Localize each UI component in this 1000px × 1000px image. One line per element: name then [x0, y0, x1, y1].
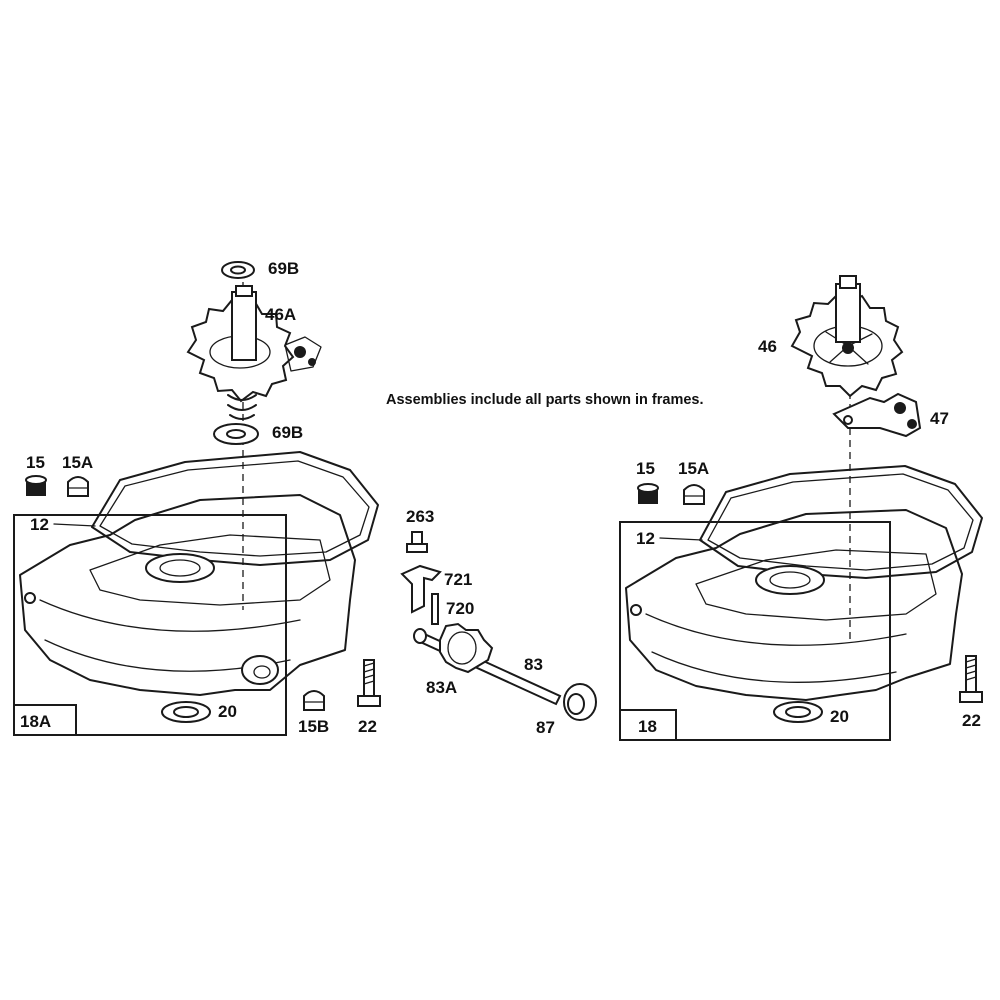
right-assembly-frame	[619, 521, 891, 741]
right-plug-15	[637, 483, 659, 504]
left-frame-label: 18A	[20, 712, 51, 731]
callout-15b: 15B	[298, 717, 329, 736]
left-seal-20	[161, 701, 211, 723]
right-plug-15a	[683, 484, 705, 505]
callout-15-right: 15	[636, 459, 655, 478]
callout-46: 46	[758, 337, 777, 356]
callout-69b-bottom: 69B	[272, 423, 303, 442]
assemblies-note: Assemblies include all parts shown in fr…	[386, 392, 704, 408]
callout-20-left: 20	[218, 702, 237, 721]
left-plug-15b	[303, 690, 325, 711]
callout-720: 720	[446, 599, 474, 618]
callout-69b-top: 69B	[268, 259, 299, 278]
left-assembly: 18A 69B 46A 69B 15	[13, 259, 381, 736]
right-crankcase	[625, 509, 963, 701]
screw-263	[406, 531, 428, 553]
right-frame-label: 18	[638, 717, 657, 736]
callout-83a: 83A	[426, 678, 457, 697]
oil-seal-87	[563, 683, 597, 721]
callout-83: 83	[524, 655, 543, 674]
callout-263: 263	[406, 507, 434, 526]
left-cam-gear	[186, 285, 322, 420]
right-seal-20	[773, 701, 823, 723]
callout-12-right: 12	[636, 529, 655, 548]
left-frame-label-box	[13, 704, 77, 736]
right-frame-label-box	[619, 709, 677, 741]
callout-721: 721	[444, 570, 472, 589]
pin-720	[431, 593, 439, 625]
callout-22-right: 22	[962, 711, 981, 730]
middle-parts: 263 721 720 83 83A 87	[400, 507, 597, 737]
callout-46a: 46A	[265, 305, 296, 324]
left-washer-bottom	[213, 423, 259, 445]
callout-15a-right: 15A	[678, 459, 709, 478]
callout-22-left: 22	[358, 717, 377, 736]
callout-87: 87	[536, 718, 555, 737]
right-assembly: 18 46 47 15 15A	[619, 275, 983, 741]
left-bolt-22	[357, 659, 381, 707]
callout-20-right: 20	[830, 707, 849, 726]
left-washer-top	[221, 261, 255, 279]
right-governor-47	[832, 392, 922, 438]
left-plug-15	[25, 475, 47, 496]
left-plug-15a	[67, 476, 89, 497]
callout-15-left: 15	[26, 453, 45, 472]
right-bolt-22	[959, 655, 983, 703]
right-cam-gear	[790, 275, 904, 398]
left-crankcase	[19, 494, 356, 696]
callout-12-left: 12	[30, 515, 49, 534]
callout-15a-left: 15A	[62, 453, 93, 472]
shaft-83	[413, 622, 562, 706]
bracket-721	[400, 564, 442, 614]
callout-47: 47	[930, 409, 949, 428]
